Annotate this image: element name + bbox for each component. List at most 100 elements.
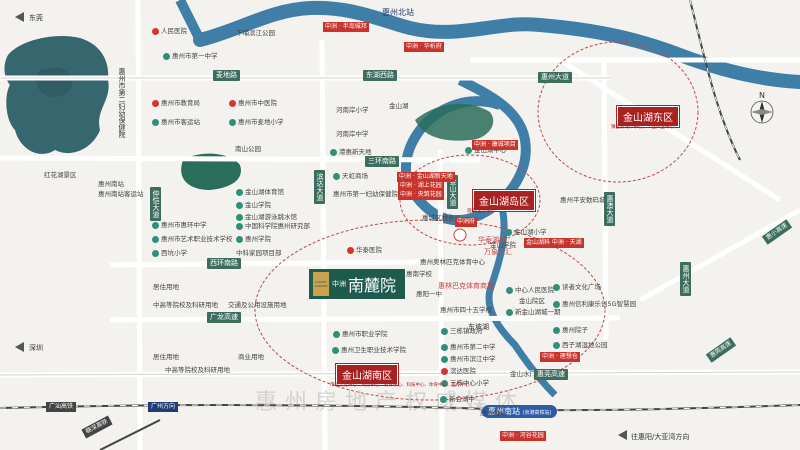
poi-item[interactable]: 中国科学院惠州研究部: [236, 222, 310, 230]
poi-item[interactable]: 南山公园: [235, 145, 261, 153]
poi-item[interactable]: 惠州院子: [553, 326, 588, 334]
poi-item[interactable]: 金山学院: [236, 201, 271, 209]
poi-label: 惠州市职业学院: [342, 330, 388, 338]
poi-item[interactable]: 金山湖体育馆: [236, 188, 284, 196]
poi-item[interactable]: 惠州市第二中学: [441, 343, 496, 351]
south-station-name: 惠州南站: [488, 407, 520, 416]
poi-item[interactable]: 惠州信利康乐创5G智慧园: [553, 300, 636, 308]
poi-item[interactable]: 中心人民医院: [506, 286, 554, 294]
poi-label: 金山学院: [245, 201, 271, 209]
location-pin-icon: [152, 249, 159, 257]
poi-item[interactable]: 新会湖中: [440, 395, 475, 403]
gz-direction: 广州方向: [148, 402, 179, 412]
cheng-label: 万象天汇: [484, 248, 512, 256]
sports-center-label: 惠林巴克体育商场: [438, 282, 494, 290]
shenzhen-label: 深圳: [29, 344, 43, 352]
poi-item[interactable]: 惠州市艺术职业技术学校: [152, 235, 233, 243]
poi-item[interactable]: 河南岸小学: [336, 106, 369, 114]
hospital-icon: [441, 367, 448, 375]
watermark: 惠州房地产权威媒体: [255, 390, 526, 415]
poi-item[interactable]: 惠州市麦地小学: [229, 118, 284, 126]
poi-item[interactable]: 惠南学校: [406, 270, 432, 278]
poi-item[interactable]: 居住用地: [153, 283, 179, 291]
poi-item[interactable]: 惠州市教育局: [152, 99, 200, 107]
poi-item[interactable]: 新金山湖城一期: [506, 308, 561, 316]
location-pin-icon: [152, 221, 159, 229]
poi-item[interactable]: 惠州南站: [480, 409, 506, 417]
poi-item[interactable]: 惠州市中医院: [229, 99, 277, 107]
hospital-icon: [152, 27, 159, 35]
poi-label: 惠州市中医院: [238, 99, 277, 107]
poi-label: 中心人民医院: [515, 286, 554, 294]
poi-item[interactable]: 金山湖: [389, 102, 409, 110]
poi-item[interactable]: 金山学院: [490, 241, 516, 249]
poi-item[interactable]: 惠城区税务局: [422, 214, 461, 222]
poi-item[interactable]: 金山湖游泳跳水馆: [236, 213, 297, 221]
poi-item[interactable]: 金山湖中心: [465, 146, 507, 154]
poi-item[interactable]: 交通及公用设施用地: [228, 301, 287, 309]
poi-label: 红花湖景区: [44, 171, 77, 179]
poi-item[interactable]: 天虹商场: [333, 172, 368, 180]
poi-item[interactable]: 惠州市惠环中学: [152, 221, 207, 229]
poi-item[interactable]: 惠州市客运站: [152, 118, 200, 126]
poi-label: 中高等院校及科研用地: [165, 366, 230, 374]
poi-item[interactable]: 惠州奥林匹克体育中心: [420, 258, 485, 266]
project-tag: 中洲府: [455, 217, 478, 227]
poi-item[interactable]: 三栋中心小学: [441, 379, 489, 387]
poi-item[interactable]: 居住用地: [153, 353, 179, 361]
poi-item[interactable]: 下埔滨江公园: [236, 29, 275, 37]
poi-item[interactable]: 惠州卫生职业技术学院: [332, 346, 406, 354]
poi-item[interactable]: 中高等院校及科研用地: [153, 301, 218, 309]
poi-item[interactable]: 惠州市四十五学校: [440, 306, 492, 314]
poi-item[interactable]: 中高等院校及科研用地: [165, 366, 230, 374]
poi-item[interactable]: 金山院区: [519, 297, 545, 305]
road-label: 西环南路: [207, 258, 241, 269]
poi-item[interactable]: 惠州市滨江中学: [441, 355, 496, 363]
poi-item[interactable]: 惠州市第一妇幼保健院: [333, 190, 398, 198]
poi-item[interactable]: 商业用地: [238, 353, 264, 361]
poi-label: 惠州南站: [98, 180, 124, 188]
poi-label: 金山湖中心: [474, 146, 507, 154]
hospital-icon: [229, 99, 236, 107]
poi-item[interactable]: 中科家园项目部: [236, 249, 282, 257]
poi-label: 惠州市客运站: [161, 118, 200, 126]
poi-item[interactable]: 西坑小学: [152, 249, 187, 257]
project-tag: 中洲 · 金山湖新天地: [397, 172, 455, 182]
poi-label: 惠州南站: [480, 409, 506, 417]
poi-item[interactable]: 惠阳一中: [416, 290, 442, 298]
poi-item[interactable]: 滨达医院: [441, 367, 476, 375]
location-pin-icon: [553, 283, 560, 291]
zone-title: 金山湖南区: [335, 363, 399, 386]
poi-item[interactable]: 人民医院: [152, 27, 187, 35]
poi-item[interactable]: 港惠新天地: [330, 148, 372, 156]
poi-label: 华泰医院: [356, 246, 382, 254]
poi-label: 天虹商场: [342, 172, 368, 180]
location-pin-icon: [330, 148, 337, 156]
poi-label: 惠城区税务局: [422, 214, 461, 222]
project-tag: 中洲 · 华析府: [404, 42, 444, 52]
poi-item[interactable]: 惠州南站客运站: [98, 190, 144, 198]
poi-item[interactable]: 金山湖小学: [505, 228, 547, 236]
poi-label: 惠州平安数码城: [560, 196, 606, 204]
poi-item[interactable]: 三栋镇政府: [441, 327, 483, 335]
poi-label: 居住用地: [153, 353, 179, 361]
poi-item[interactable]: 西子湖湿地公园: [553, 341, 608, 349]
location-pin-icon: [333, 172, 340, 180]
poi-item[interactable]: 惠州市第一中学: [163, 52, 218, 60]
location-pin-icon: [236, 222, 243, 230]
poi-label: 金山湖游泳跳水馆: [245, 213, 297, 221]
poi-item[interactable]: 读者文化广场: [553, 283, 601, 291]
poi-item[interactable]: 河南岸中学: [336, 130, 369, 138]
south-station: 惠州南站 (京港高铁站): [482, 405, 558, 418]
poi-item[interactable]: 金山水厂: [510, 370, 536, 378]
poi-label: 惠州市艺术职业技术学校: [161, 235, 233, 243]
poi-item[interactable]: 华泰医院: [347, 246, 382, 254]
poi-item[interactable]: 惠州南站: [98, 180, 124, 188]
location-pin-icon: [506, 308, 513, 316]
poi-item[interactable]: 惠州平安数码城: [560, 196, 606, 204]
poi-item[interactable]: 惠州学院: [236, 235, 271, 243]
location-pin-icon: [152, 118, 159, 126]
poi-item[interactable]: 惠州市职业学院: [333, 330, 388, 338]
poi-item[interactable]: 红花湖景区: [44, 171, 77, 179]
